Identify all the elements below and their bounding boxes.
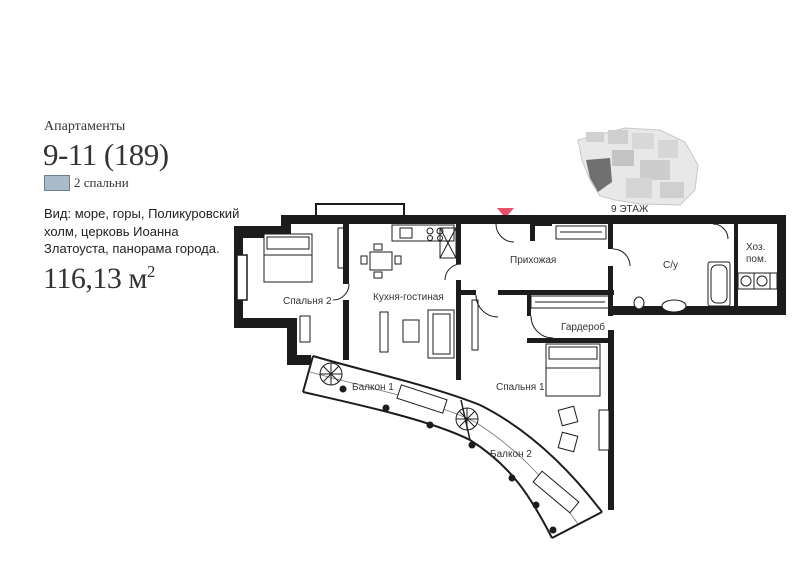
entrance-marker: [497, 208, 514, 218]
room-label-balcony2: Балкон 2: [490, 449, 532, 460]
room-label-kitchen-living: Кухня-гостиная: [373, 292, 444, 303]
door-arcs: [332, 223, 729, 339]
building-key-plan: [577, 127, 699, 206]
sofa-icon: [427, 309, 455, 359]
hallway-wardrobe: [555, 225, 607, 240]
wardrobe-icon: [299, 315, 311, 343]
bedroom2-window: [236, 254, 248, 301]
bed-icon: [545, 343, 601, 397]
room-label-bedroom1: Спальня 1: [496, 382, 545, 393]
wall-cabinet: [471, 299, 479, 351]
armchair-icon: [557, 405, 579, 453]
floor-label: 9 ЭТАЖ: [611, 204, 649, 215]
dresser-icon: [598, 409, 610, 451]
sink-icon: [661, 299, 687, 313]
dining-table-icon: [360, 243, 402, 279]
room-label-bedroom2: Спальня 2: [283, 296, 332, 307]
apartment-number: 9-11 (189): [43, 137, 169, 172]
room-label-balcony1: Балкон 1: [352, 382, 394, 393]
bedrooms-legend-label: 2 спальни: [74, 175, 129, 190]
area-unit-superscript: 2: [146, 262, 156, 281]
view-description: Вид: море, горы, Поликуровский холм, цер…: [44, 206, 240, 256]
lounger-icon: [396, 384, 448, 414]
balcony-posts: [339, 385, 557, 534]
bedrooms-legend-swatch: [44, 175, 70, 191]
apartment-area: 116,13 м2: [43, 262, 155, 296]
coffee-table-icon: [402, 319, 420, 343]
area-value: 116,13 м: [43, 262, 147, 295]
top-window: [315, 203, 405, 217]
bathroom-fixtures: [633, 261, 731, 313]
room-label-bathroom: С/у: [663, 260, 678, 271]
toilet-icon: [633, 296, 645, 310]
dressing-room-shelves: [530, 295, 610, 309]
lounger-icon: [532, 470, 580, 514]
room-label-storage-line1: Хоз.: [746, 242, 765, 253]
highlighted-apartment-marker: [586, 158, 612, 192]
tv-stand-icon: [379, 311, 389, 353]
kitchen-cabinet: [337, 227, 349, 269]
room-label-wardrobe: Гардероб: [561, 321, 605, 333]
bed-icon: [263, 233, 313, 283]
washing-machine-icon: [737, 272, 778, 290]
ventilation-shaft: [439, 227, 457, 259]
plant-icon: [319, 362, 343, 386]
plant-icon: [455, 407, 479, 431]
kitchen-counter: [391, 224, 455, 242]
apartment-type-label: Апартаменты: [44, 119, 126, 134]
room-label-hallway: Прихожая: [510, 255, 556, 266]
room-label-storage-line2: пом.: [746, 254, 767, 265]
balcony-outline: [302, 355, 603, 539]
